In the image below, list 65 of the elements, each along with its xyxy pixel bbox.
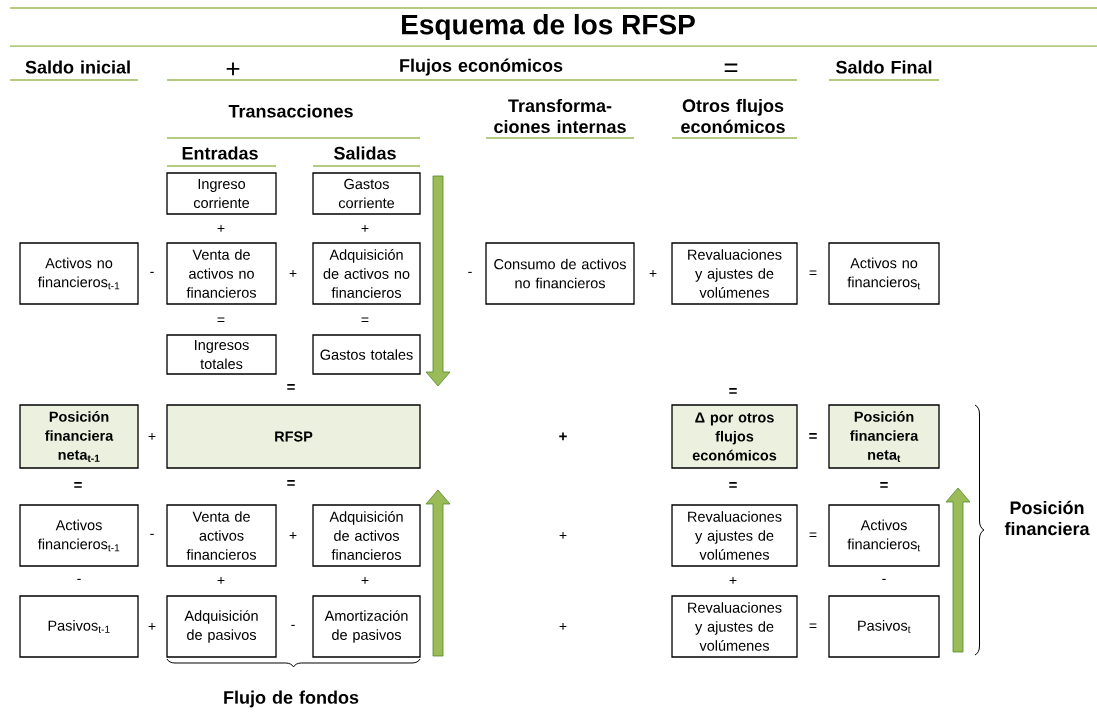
account-box: Adquisición de activos no financieros <box>312 242 421 305</box>
column-header: Saldo Final <box>836 60 932 74</box>
operator-sign: = <box>809 532 817 538</box>
column-header: Posición financiera <box>1004 500 1090 536</box>
operator-sign: - <box>150 271 154 273</box>
operator-sign: + <box>148 432 156 440</box>
account-box: Ingreso corriente <box>166 172 277 215</box>
account-box: Ingresos totales <box>166 334 277 375</box>
account-box: Revaluaciones y ajustes de volúmenes <box>671 504 798 567</box>
account-box: Activos no financieros$_{t-1}$ <box>19 242 139 305</box>
operator-sign: + <box>289 269 297 277</box>
account-box: Pasivos$_{t}$ <box>828 595 940 658</box>
operator-sign: - <box>77 578 81 580</box>
operator-sign: = <box>287 384 295 390</box>
operator-sign: = <box>809 433 817 439</box>
highlighted-box: Δ por otros flujos económicos <box>671 404 798 469</box>
operator-sign: + <box>361 576 369 584</box>
title: Esquema de los RFSP <box>402 13 695 41</box>
operator-sign: = <box>217 317 225 323</box>
account-box: Activos no financieros$_{t}$ <box>828 242 940 305</box>
column-header: Saldo inicial <box>25 60 130 74</box>
column-header: Transforma- ciones internas <box>494 98 626 134</box>
operator-sign: = <box>809 270 817 276</box>
operator-sign: + <box>148 622 156 630</box>
operator-sign: + <box>217 224 225 232</box>
operator-sign: = <box>724 63 738 72</box>
operator-sign: = <box>361 317 369 323</box>
account-box: Adquisición de activos financieros <box>312 504 421 567</box>
operator-sign: - <box>468 271 472 273</box>
column-header: Otros flujos económicos <box>681 98 785 134</box>
operator-sign: = <box>880 482 888 488</box>
operator-sign: - <box>882 578 886 580</box>
highlighted-box: RFSP <box>166 404 421 469</box>
operator-sign: + <box>289 531 297 539</box>
account-box: Consumo de activos no financieros <box>485 242 635 305</box>
operator-sign: - <box>291 624 295 626</box>
operator-sign: + <box>559 622 567 630</box>
highlighted-box: Posición financiera neta$_{t-1}$ <box>19 404 139 469</box>
account-box: Activos financieros$_{t-1}$ <box>19 504 139 567</box>
operator-sign: = <box>287 480 295 486</box>
column-header: Transacciones <box>228 104 353 118</box>
operator-sign: + <box>649 269 657 277</box>
account-box: Revaluaciones y ajustes de volúmenes <box>671 595 798 658</box>
operator-sign: = <box>74 482 82 488</box>
account-box: Venta de activos no financieros <box>166 242 277 305</box>
account-box: Gastos corriente <box>312 172 421 215</box>
account-box: Venta de activos financieros <box>166 504 277 567</box>
account-box: Activos financieros$_{t}$ <box>828 504 940 567</box>
column-header: Flujos económicos <box>400 58 563 76</box>
operator-sign: = <box>729 482 737 488</box>
account-box: Pasivos$_{t-1}$ <box>19 595 139 658</box>
operator-sign: - <box>150 533 154 535</box>
account-box: Revaluaciones y ajustes de volúmenes <box>671 242 798 305</box>
account-box: Amortización de pasivos <box>312 595 421 658</box>
operator-sign: = <box>809 623 817 629</box>
operator-sign: + <box>729 576 737 584</box>
operator-sign: + <box>226 62 240 76</box>
highlighted-box: Posición financiera neta$_{t}$ <box>828 404 940 469</box>
operator-sign: + <box>217 576 225 584</box>
account-box: Gastos totales <box>312 334 421 375</box>
operator-sign: + <box>361 224 369 232</box>
column-header: Flujo de fondos <box>224 690 359 708</box>
operator-sign: + <box>559 432 567 441</box>
operator-sign: + <box>559 531 567 539</box>
account-box: Adquisición de pasivos <box>166 595 277 658</box>
